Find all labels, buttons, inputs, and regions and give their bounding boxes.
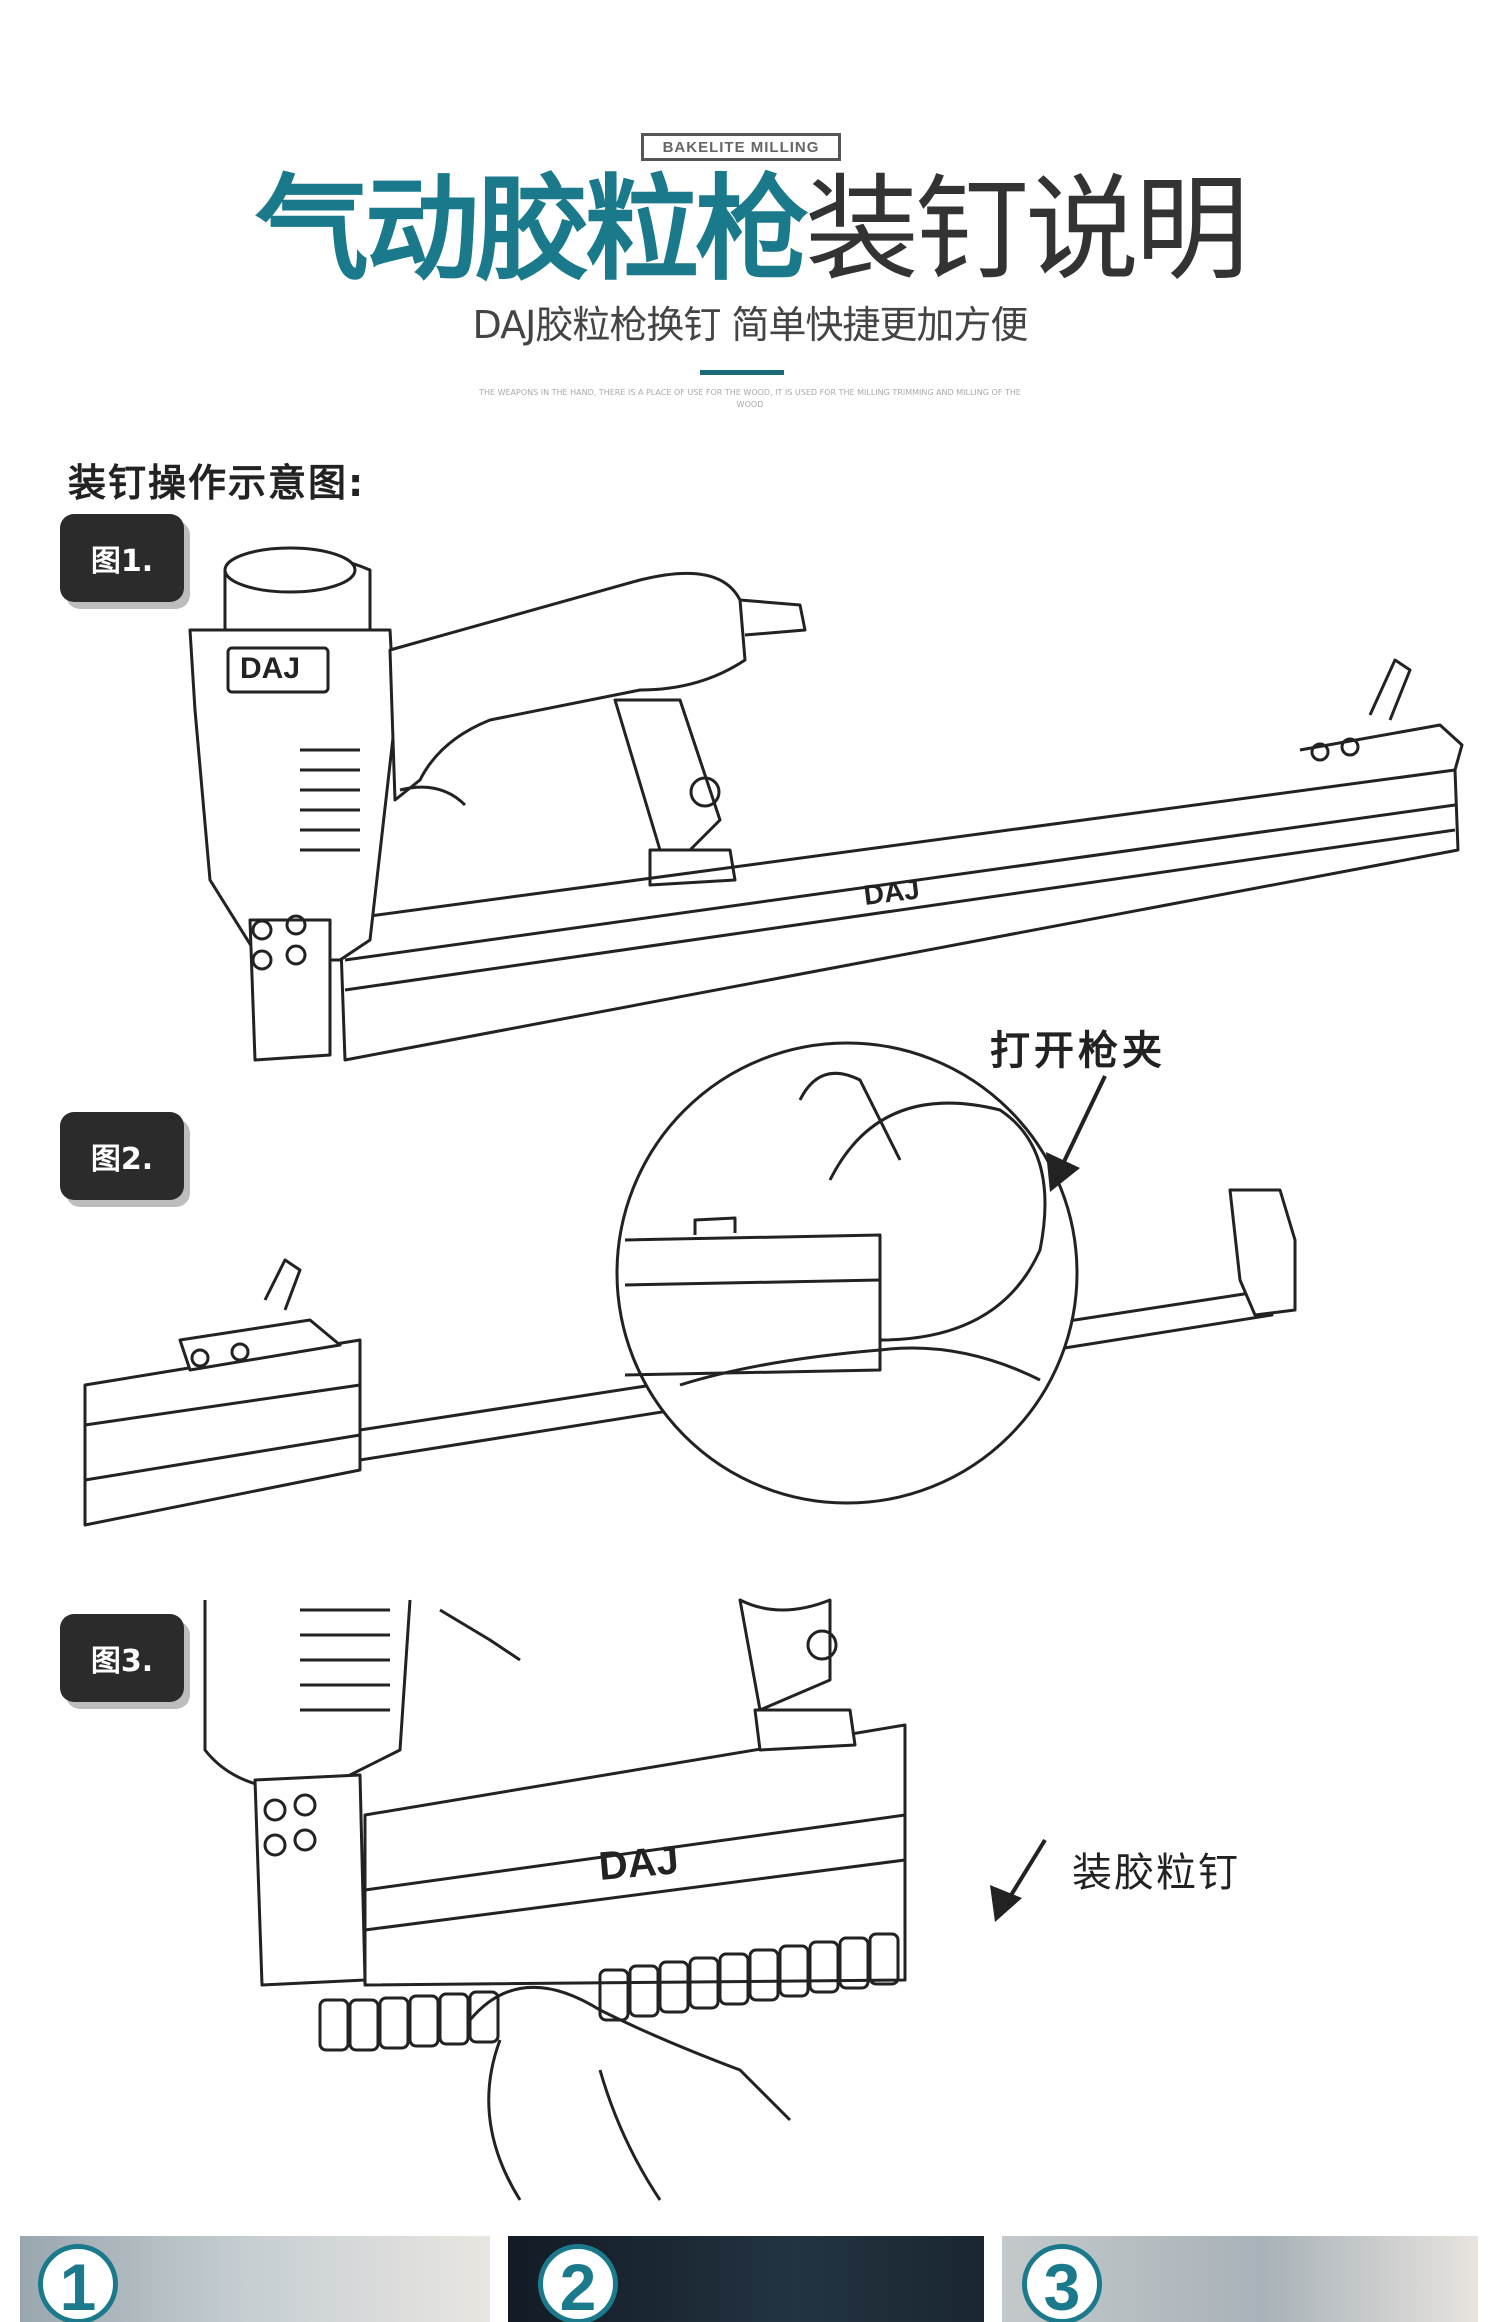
page-subtitle: DAJ胶粒枪换钉 简单快捷更加方便 — [472, 303, 1029, 347]
figure-1-rail-brand: DAJ — [862, 873, 921, 911]
step-3-photo: 3 — [1002, 2236, 1478, 2322]
title-highlight: 气动胶粒枪 — [254, 163, 809, 296]
figure-3-illustration: DAJ — [203, 1598, 1047, 2201]
step-1-photo: 1 — [20, 2236, 490, 2322]
header-tag: BAKELITE MILLING — [641, 133, 841, 161]
step-1-number: 1 — [38, 2244, 118, 2322]
figure-1-illustration: DAJ DAJ — [188, 546, 1464, 1062]
step-2-number: 2 — [538, 2244, 618, 2322]
step-3-number: 3 — [1022, 2244, 1102, 2322]
accent-divider — [700, 370, 784, 375]
step-2-photo: 2 — [508, 2236, 984, 2322]
figure-2-callout: 打开枪夹 — [990, 1028, 1166, 1074]
figure-2-illustration — [83, 1041, 1297, 1527]
figure-3-badge: 图3. — [60, 1614, 184, 1702]
title-rest: 装钉说明 — [805, 163, 1249, 296]
section-heading: 装钉操作示意图: — [68, 461, 366, 505]
fine-print: THE WEAPONS IN THE HAND, THERE IS A PLAC… — [479, 388, 1021, 409]
figure-1-brand-mark: DAJ — [240, 652, 300, 685]
figure-3-rail-brand: DAJ — [597, 1838, 681, 1889]
figure-1-badge: 图1. — [60, 514, 184, 602]
figure-3-callout: 装胶粒钉 — [1072, 1850, 1240, 1896]
page-title: 气动胶粒枪装钉说明 — [0, 170, 1500, 290]
figure-2-badge: 图2. — [60, 1112, 184, 1200]
